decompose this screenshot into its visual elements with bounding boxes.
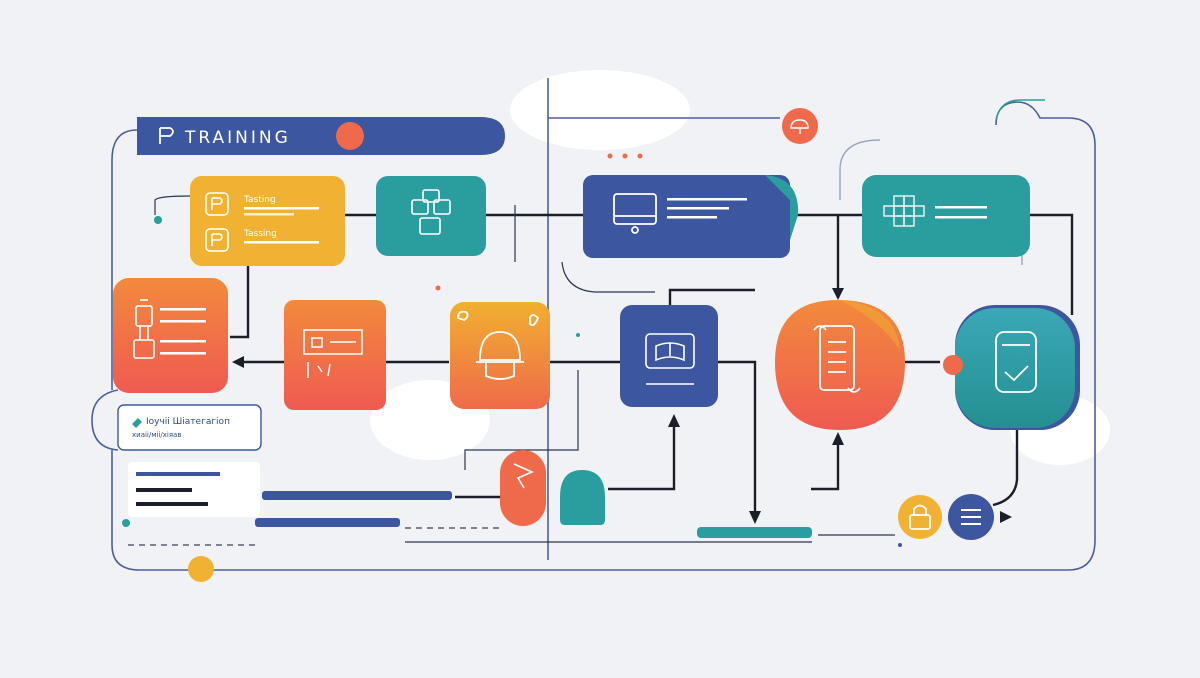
navy-monitor-node[interactable]: [583, 175, 799, 258]
monitor-icon: [613, 193, 657, 234]
orange-flask-node[interactable]: [113, 278, 228, 393]
cup-node-connector-dot: [943, 355, 963, 375]
arrowhead-up-2: [832, 432, 844, 445]
cup-icon: [995, 331, 1037, 393]
teal-progress-bar: [697, 527, 812, 538]
cloud-icon: [790, 119, 809, 134]
teal-drop: [560, 470, 605, 525]
card-text-line-1: Іоучіі Шіатегагіоп: [146, 417, 230, 427]
cursor-icon: [513, 463, 534, 489]
puzzle-icon: [205, 192, 229, 252]
yellow-panel[interactable]: Tasting Tassing: [190, 176, 345, 266]
book-icon: [645, 333, 695, 385]
lock-button[interactable]: [898, 495, 942, 539]
page-title: TRAINING: [184, 128, 291, 148]
arrowhead-down: [749, 511, 761, 524]
arrowhead-left: [232, 356, 244, 368]
panel-label-1: Tasting: [243, 195, 276, 205]
scroll-icon: [813, 325, 861, 393]
teal-boxes-node[interactable]: [376, 176, 486, 256]
blueprint-icon: [303, 329, 363, 378]
arrowheads: [232, 288, 1012, 524]
bars-card: [128, 462, 260, 517]
top-accent-badge: [782, 108, 818, 144]
accent-dots: [122, 216, 902, 582]
arrowhead-up: [668, 414, 680, 427]
arrowhead-right: [1000, 511, 1012, 523]
flask-icon: [133, 299, 155, 359]
connectors: [230, 213, 1074, 520]
play-icon: [159, 127, 174, 144]
orange-dots: [607, 153, 643, 159]
card-text-line-2: хиаіі/міі/хіяав: [132, 431, 181, 439]
arrowhead-down-2: [832, 288, 844, 300]
boxes-icon: [411, 189, 451, 235]
title-orange-dot: [336, 122, 364, 150]
thin-connectors: [154, 195, 895, 543]
list-card: Іоучіі Шіатегагіоп хиаіі/міі/хіяав: [117, 404, 262, 451]
panel-label-2: Tassing: [243, 229, 277, 239]
orange-blueprint-node[interactable]: [284, 300, 386, 410]
menu-icon: [961, 509, 981, 525]
yellow-helmet-node[interactable]: [450, 302, 550, 409]
menu-button[interactable]: [948, 494, 994, 540]
edit-icon: [132, 418, 142, 428]
title-bar: TRAINING: [137, 117, 505, 155]
orange-pill[interactable]: [500, 450, 546, 526]
teal-grid-node[interactable]: [862, 175, 1030, 257]
navy-book-node[interactable]: [620, 305, 718, 407]
navy-bars: [255, 491, 452, 527]
teal-cup-node[interactable]: [943, 305, 1080, 430]
lock-icon: [909, 504, 931, 530]
orange-scroll-node[interactable]: [775, 300, 905, 430]
grid-icon: [883, 195, 925, 227]
dashed-connectors: [128, 527, 500, 546]
helmet-icon: [457, 310, 540, 380]
